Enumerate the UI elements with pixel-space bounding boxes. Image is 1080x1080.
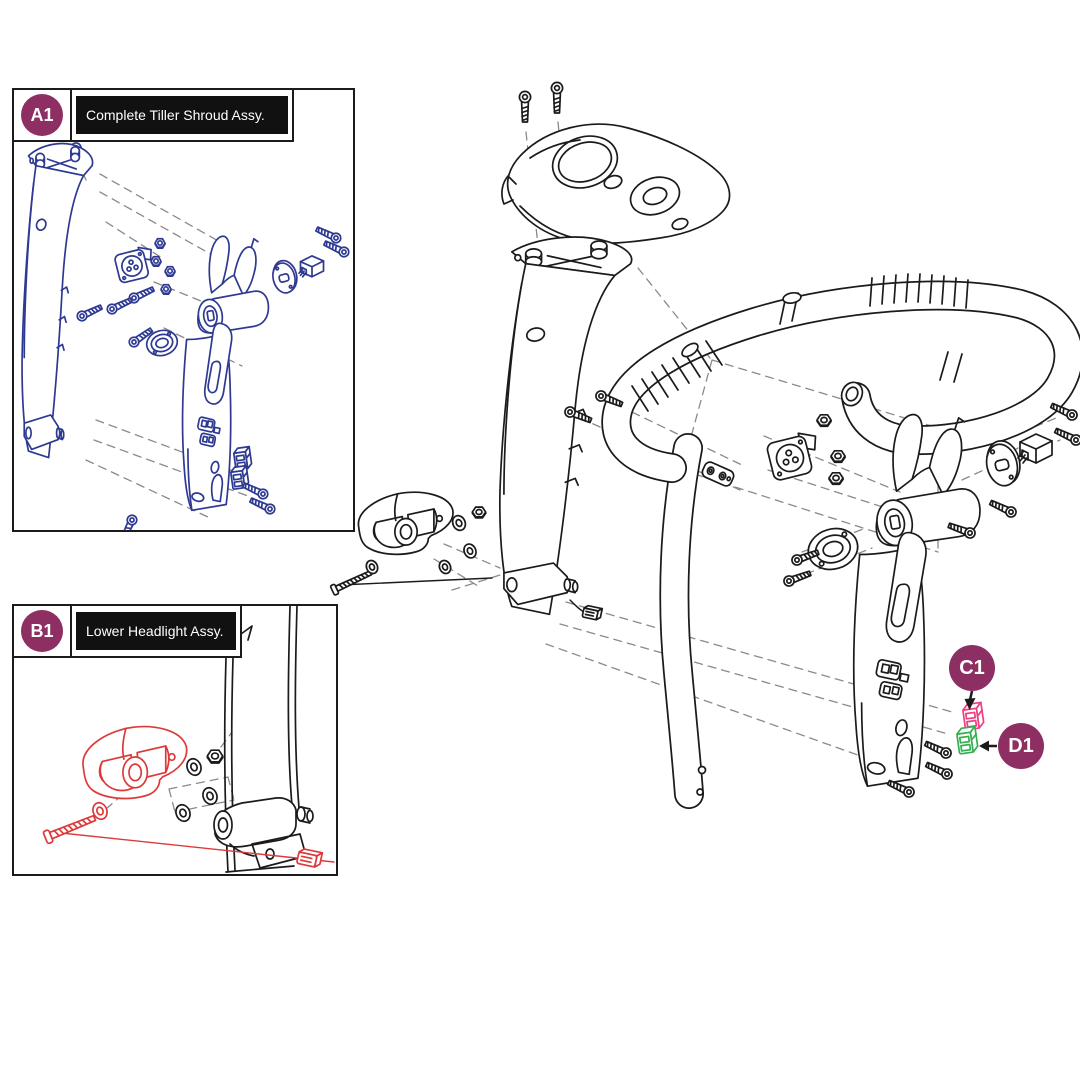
charger-port (764, 413, 847, 486)
a1-badge-cell: A1 (14, 90, 72, 140)
a1-tiller-shroud-parts (21, 141, 352, 530)
rear-shroud (498, 236, 633, 622)
handlebar-grips (632, 274, 968, 411)
top-shroud-cap (502, 124, 730, 243)
b1-shroud-background (172, 606, 313, 872)
trim-ring-assembly (781, 522, 864, 589)
stem-bracket (700, 459, 736, 489)
inset-complete-tiller-shroud: A1 Complete Tiller Shroud Assy. (12, 88, 355, 532)
b1-headlight-assembly (42, 725, 334, 870)
a1-label: A1 Complete Tiller Shroud Assy. (12, 88, 294, 142)
fuse-green (955, 725, 980, 755)
b1-exploded-drawing (42, 606, 336, 874)
headlight-assembly (329, 491, 492, 597)
b1-label: B1 Lower Headlight Assy. (12, 604, 242, 658)
b1-title: Lower Headlight Assy. (76, 612, 236, 650)
a1-title: Complete Tiller Shroud Assy. (76, 96, 288, 134)
tiller-stem (674, 448, 705, 795)
callout-badge-b1: B1 (21, 610, 63, 652)
cap-screws (518, 81, 564, 123)
b1-badge-cell: B1 (14, 606, 72, 656)
callout-badge-d1: D1 (998, 723, 1044, 769)
callout-badge-c1: C1 (949, 645, 995, 691)
callout-badge-a1: A1 (21, 94, 63, 136)
a1-exploded-drawing (21, 141, 352, 530)
inset-lower-headlight: B1 Lower Headlight Assy. (12, 604, 338, 876)
callout-arrows (964, 691, 998, 752)
